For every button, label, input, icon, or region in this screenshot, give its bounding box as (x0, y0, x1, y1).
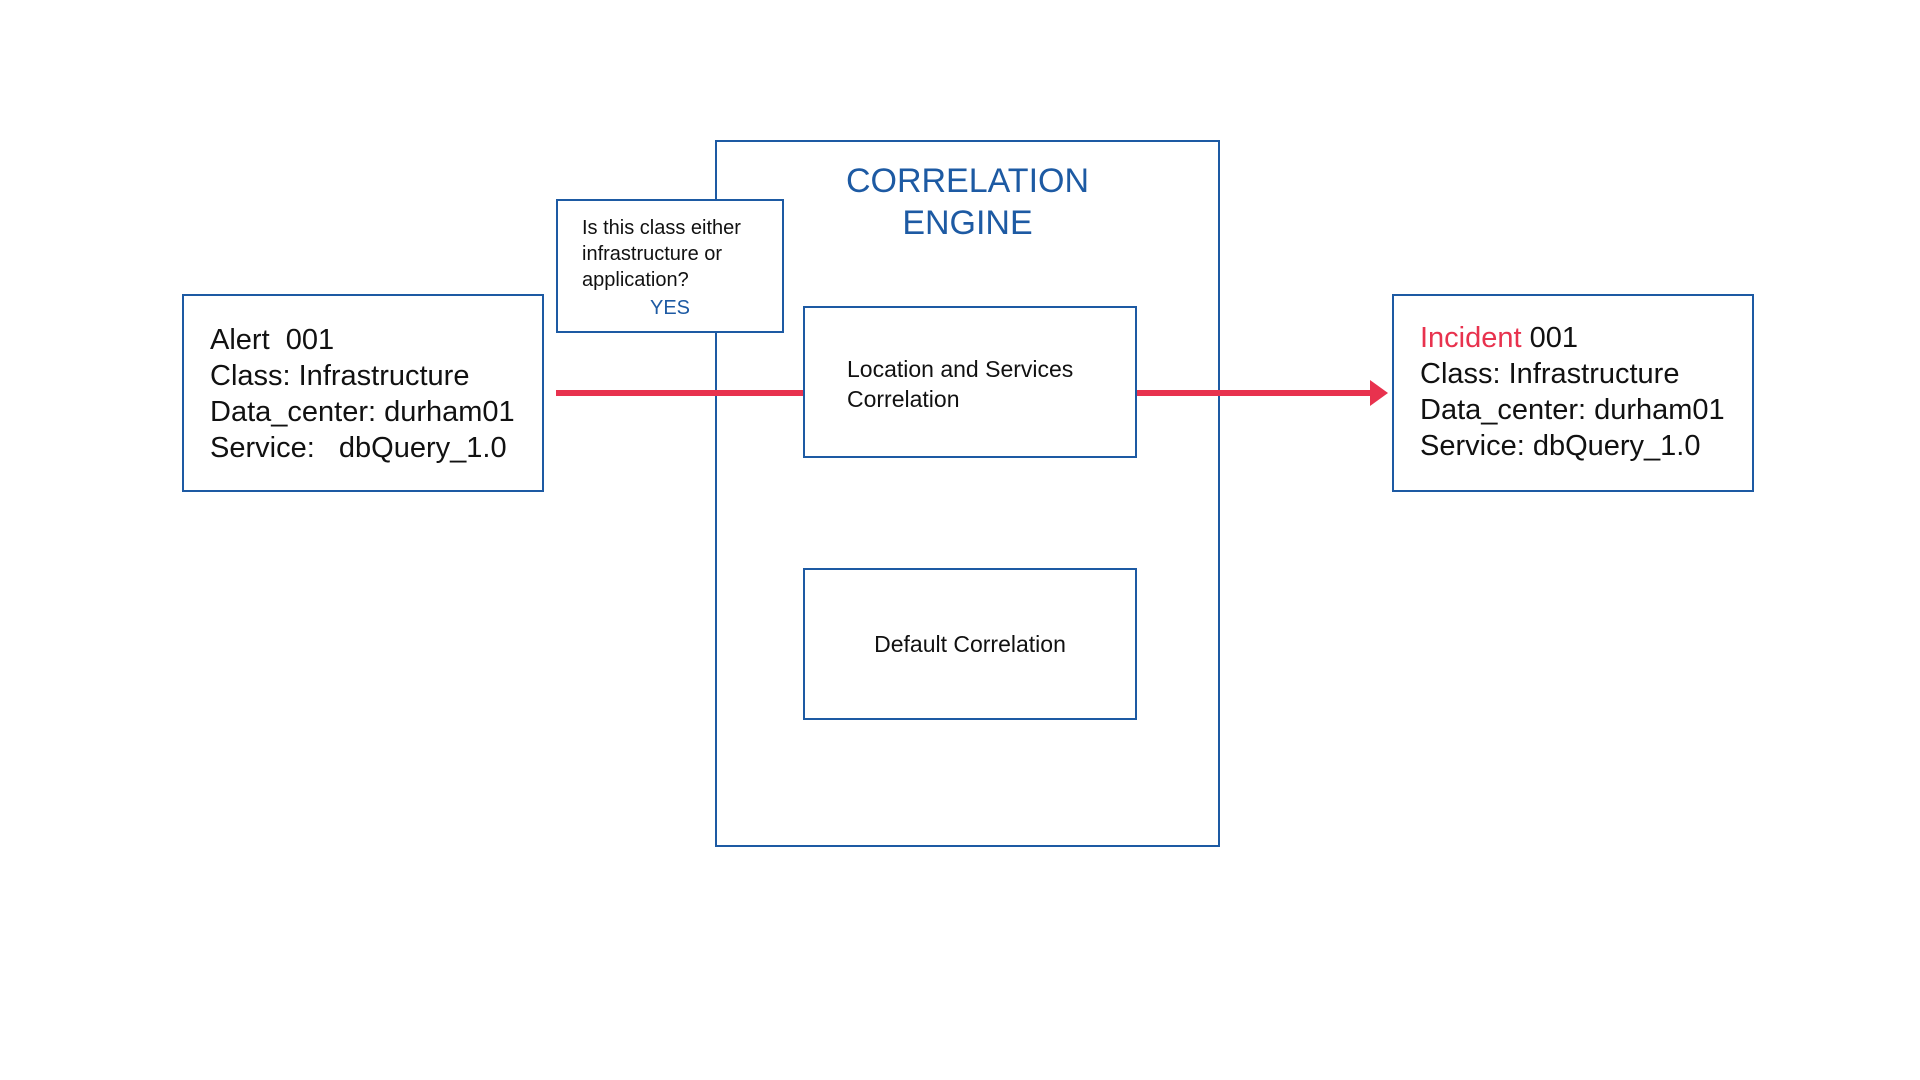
incident-data-center: Data_center: durham01 (1420, 394, 1725, 426)
incident-class: Class: Infrastructure (1420, 358, 1680, 390)
class-question: Is this class either infrastructure or a… (582, 217, 741, 291)
incident-service: Service: dbQuery_1.0 (1420, 430, 1701, 462)
alert-title: Alert 001 (210, 324, 335, 356)
location-services-correlation: Location and Services Correlation (803, 306, 1137, 458)
default-correlation: Default Correlation (803, 568, 1137, 720)
alert-card: Alert 001 Class: Infrastructure Data_cen… (182, 294, 544, 492)
alert-class: Class: Infrastructure (210, 360, 470, 392)
engine-title: CORRELATION ENGINE (845, 162, 1090, 242)
alert-service: Service: dbQuery_1.0 (210, 432, 507, 464)
incident-title: Incident 001 (1420, 320, 1752, 356)
class-question-box: Is this class either infrastructure or a… (556, 199, 784, 333)
default-correlation-label: Default Correlation (874, 631, 1066, 657)
incident-id: 001 (1529, 322, 1579, 354)
incident-label: Incident (1420, 322, 1522, 354)
incident-card: Incident 001 Class: Infrastructure Data_… (1392, 294, 1754, 492)
arrowhead-icon (1370, 380, 1388, 406)
question-answer: YES (649, 297, 691, 319)
location-services-label: Location and Services Correlation (847, 356, 1074, 412)
correlation-engine: CORRELATION ENGINE (715, 140, 1220, 847)
alert-data-center: Data_center: durham01 (210, 396, 515, 428)
